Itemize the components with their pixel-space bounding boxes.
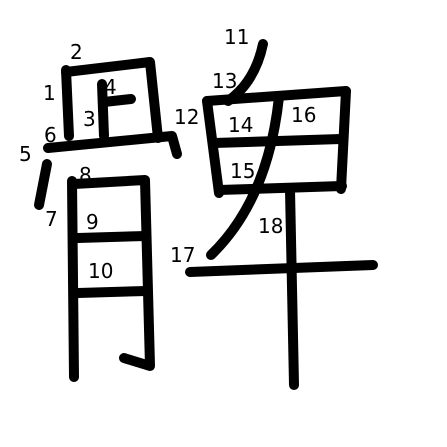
stroke-number-11: 11 <box>224 25 249 49</box>
stroke-number-2: 2 <box>70 40 83 64</box>
left-component-strokes <box>34 57 182 382</box>
stroke-1 <box>61 65 74 141</box>
stroke-15 <box>214 181 347 195</box>
stroke-number-17: 17 <box>170 243 195 267</box>
stroke-6 <box>43 131 182 159</box>
stroke-number-4: 4 <box>104 75 117 99</box>
stroke-8 <box>69 175 155 371</box>
stroke-4 <box>99 94 136 107</box>
right-component-strokes <box>185 39 378 390</box>
stroke-number-8: 8 <box>79 163 92 187</box>
stroke-number-6: 6 <box>44 123 57 147</box>
stroke-number-13: 13 <box>212 69 237 93</box>
stroke-18 <box>285 185 299 390</box>
stroke-number-16: 16 <box>291 103 316 127</box>
stroke-7 <box>67 176 79 382</box>
stroke-3 <box>97 79 109 141</box>
stroke-10 <box>73 286 151 298</box>
stroke-number-18: 18 <box>258 214 283 238</box>
stroke-number-7: 7 <box>45 207 58 231</box>
stroke-number-15: 15 <box>230 159 255 183</box>
stroke-14 <box>209 134 346 148</box>
stroke-number-10: 10 <box>88 259 113 283</box>
stroke-number-1: 1 <box>43 81 56 105</box>
stroke-number-12: 12 <box>174 105 199 129</box>
stroke-2 <box>61 57 163 143</box>
stroke-number-labels: 1 2 3 4 5 6 7 8 9 10 11 12 13 14 15 16 1… <box>19 25 316 283</box>
stroke-13 <box>202 86 351 194</box>
stroke-number-9: 9 <box>86 210 99 234</box>
stroke-17 <box>185 260 378 277</box>
stroke-16 <box>206 92 284 260</box>
stroke-number-14: 14 <box>228 113 253 137</box>
stroke-number-3: 3 <box>83 107 96 131</box>
stroke-9 <box>73 231 151 243</box>
stroke-5 <box>34 159 52 210</box>
stroke-number-5: 5 <box>19 142 32 166</box>
